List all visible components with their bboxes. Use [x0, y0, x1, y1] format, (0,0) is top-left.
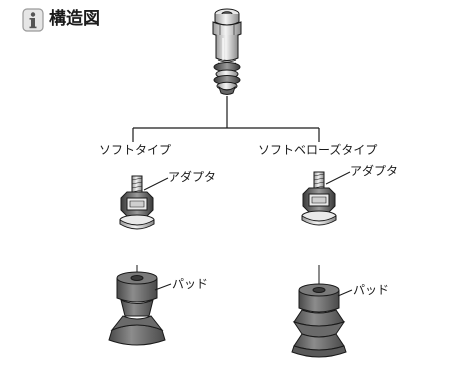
soft-bellows-type-label: ソフトベローズタイプ: [258, 143, 378, 157]
assembled-unit: [212, 8, 242, 95]
right-adapter: [301, 171, 337, 226]
left-pad-leader: [154, 283, 172, 291]
soft-type-label: ソフトタイプ: [99, 143, 172, 157]
right-adapter-leader: [325, 171, 351, 185]
right-pad: [291, 265, 347, 358]
left-pad: [108, 265, 166, 346]
right-adapter-callout: アダプタ: [350, 164, 399, 178]
branch-lines: [132, 96, 320, 142]
left-pad-callout: パッド: [172, 277, 209, 291]
left-adapter: [119, 175, 155, 230]
info-icon: [22, 8, 44, 32]
right-pad-callout: パッド: [353, 283, 390, 297]
left-adapter-leader: [143, 177, 169, 191]
left-adapter-callout: アダプタ: [168, 170, 217, 184]
diagram-title: 構造図: [49, 9, 100, 29]
right-pad-leader: [337, 289, 353, 297]
